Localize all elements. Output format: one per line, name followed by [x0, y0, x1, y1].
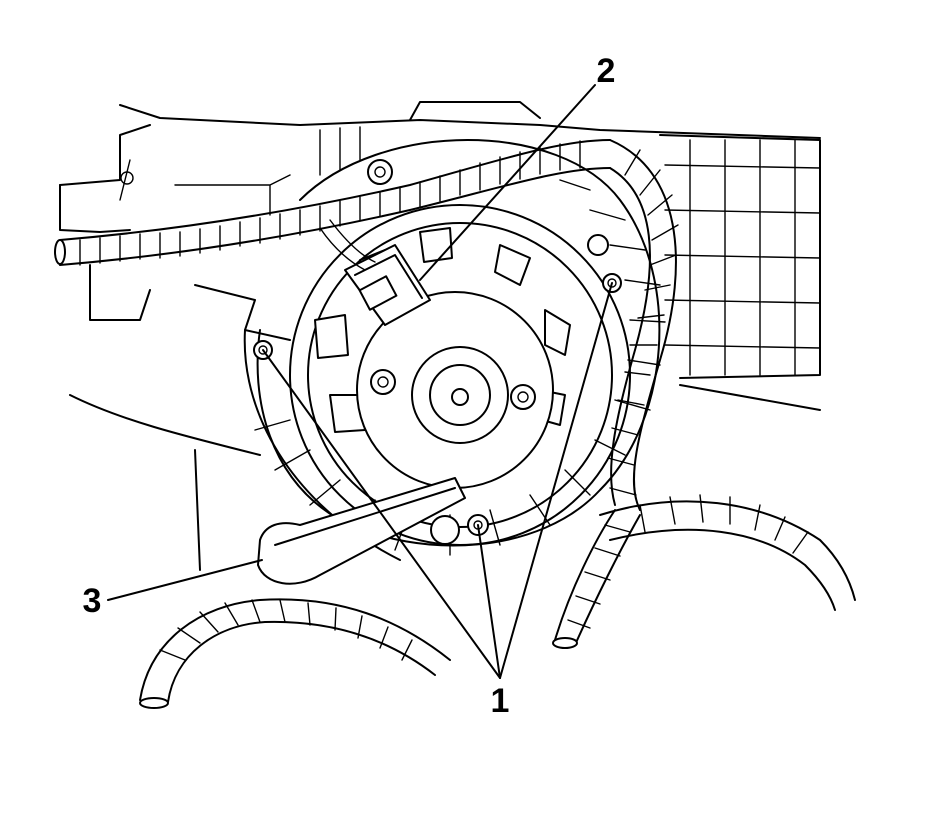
motor-connector	[319, 219, 431, 326]
callout-1-label: 1	[491, 682, 510, 720]
hvac-housing	[59, 101, 821, 571]
removal-tool	[257, 477, 466, 585]
callout-3-label: 3	[83, 582, 102, 620]
callout-2-label: 2	[597, 52, 616, 90]
leader-lines	[107, 84, 613, 679]
wiring-harnesses	[54, 139, 856, 709]
mounting-screws	[253, 159, 622, 545]
